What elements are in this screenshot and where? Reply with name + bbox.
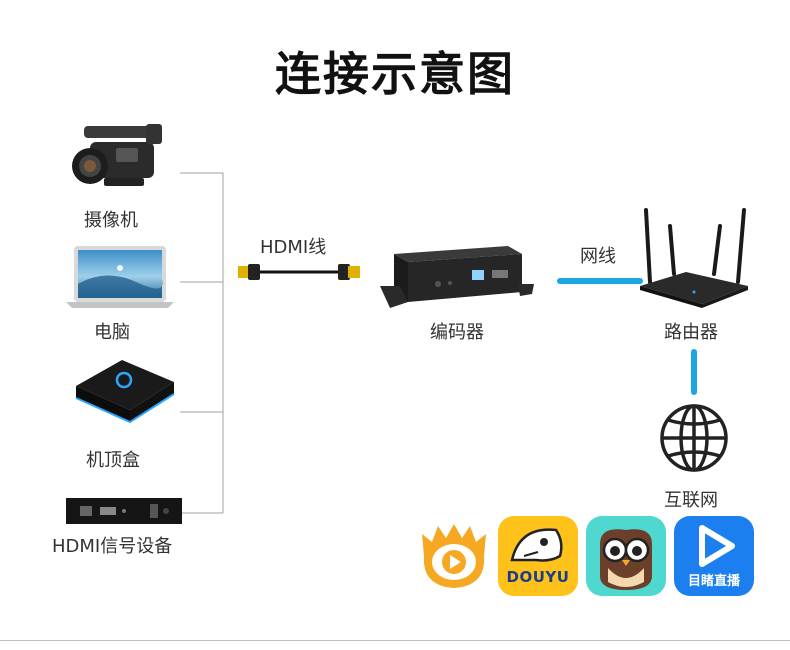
hdmi-device-label: HDMI信号设备 bbox=[52, 536, 173, 557]
network-cable-label: 网线 bbox=[580, 246, 616, 267]
set-top-box-icon bbox=[75, 360, 175, 424]
router-icon bbox=[640, 208, 748, 308]
owl-logo-icon bbox=[600, 529, 652, 590]
douyu-logo-icon bbox=[510, 528, 563, 562]
page-title: 连接示意图 bbox=[275, 47, 515, 101]
douyu-logo-text: DOUYU bbox=[506, 568, 570, 586]
encoder-icon bbox=[380, 246, 534, 308]
platform-mudu[interactable]: 目睹直播 bbox=[674, 516, 754, 596]
mudu-logo-text: 目睹直播 bbox=[687, 574, 740, 589]
hdmi-cable-label: HDMI线 bbox=[260, 237, 327, 258]
bottom-divider bbox=[0, 640, 790, 641]
hdmi-cable-icon bbox=[238, 264, 360, 280]
router-label: 路由器 bbox=[664, 322, 718, 343]
play-logo-icon bbox=[699, 525, 735, 567]
platform-huya[interactable] bbox=[414, 516, 494, 596]
internet-label: 互联网 bbox=[664, 490, 718, 511]
camera-label: 摄像机 bbox=[84, 210, 138, 231]
platform-douyu[interactable]: DOUYU bbox=[498, 516, 578, 596]
encoder-label: 编码器 bbox=[430, 322, 484, 343]
set-top-box-label: 机顶盒 bbox=[86, 450, 140, 471]
huya-logo-icon bbox=[422, 524, 486, 588]
laptop-icon bbox=[66, 246, 174, 308]
hdmi-device-icon bbox=[66, 498, 182, 524]
video-camera-icon bbox=[72, 124, 162, 186]
laptop-label: 电脑 bbox=[94, 322, 130, 343]
globe-icon bbox=[660, 404, 728, 472]
platform-owl[interactable] bbox=[586, 516, 666, 596]
